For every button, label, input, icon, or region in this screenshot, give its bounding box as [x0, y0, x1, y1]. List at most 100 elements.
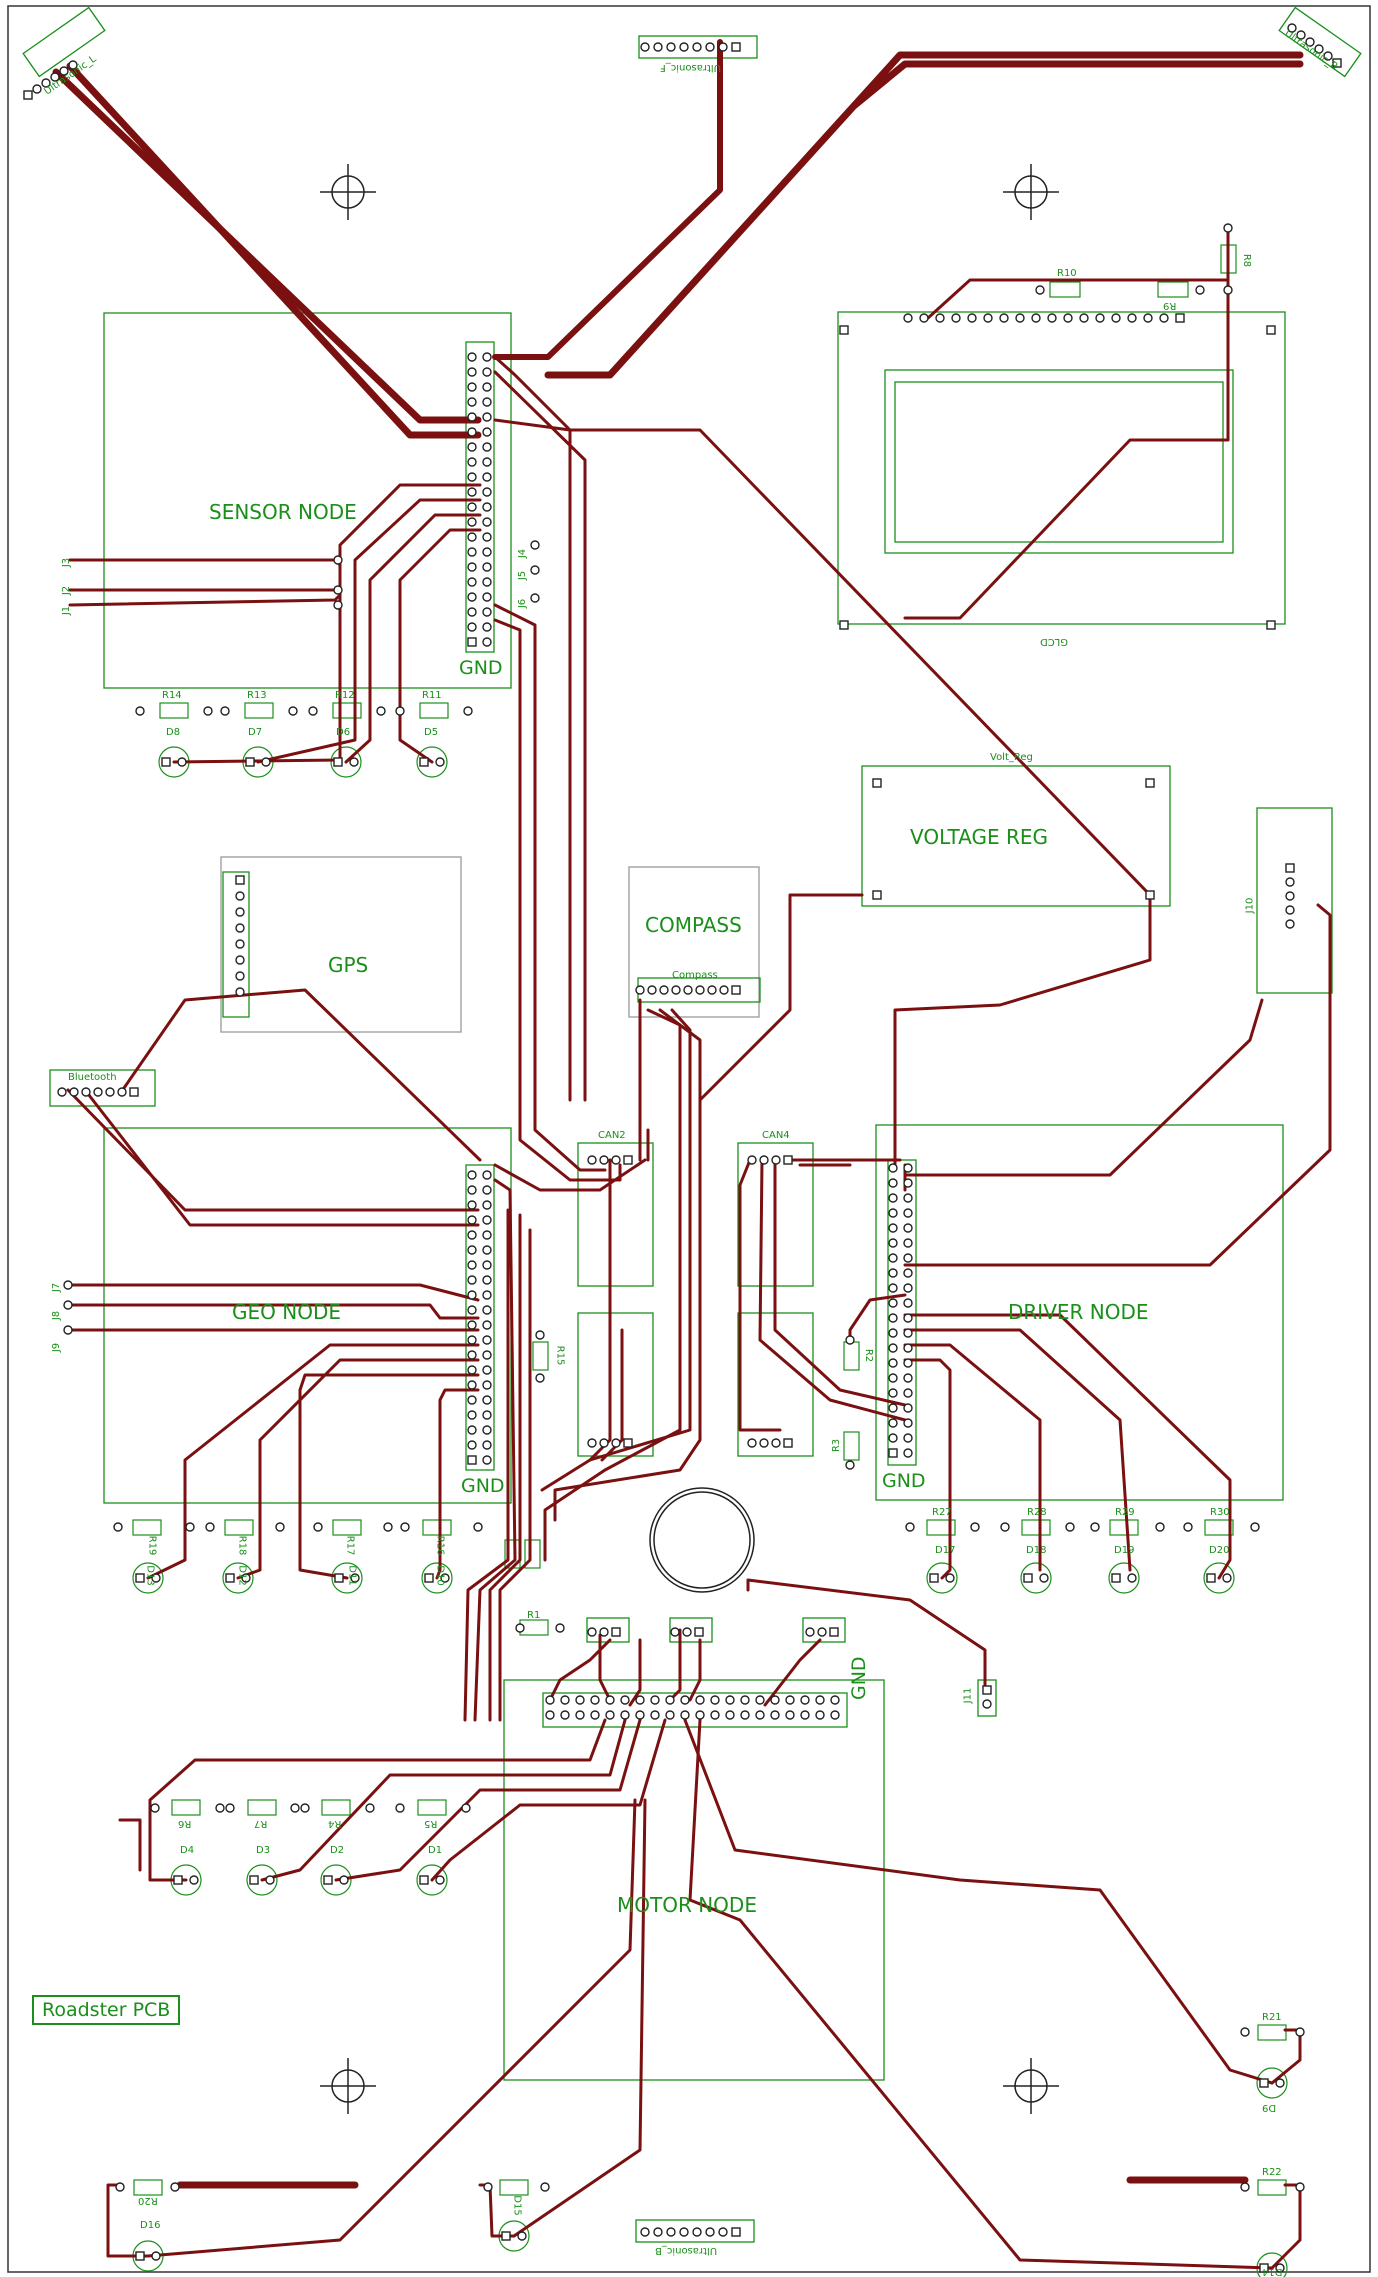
pad	[888, 1358, 898, 1368]
pad	[151, 1573, 161, 1583]
board-title: Roadster PCB	[32, 1995, 181, 2025]
pad	[467, 1350, 477, 1360]
pad	[1275, 2263, 1285, 2273]
pad	[903, 1223, 913, 1233]
pad	[189, 1875, 199, 1885]
diode-label: D6	[336, 727, 351, 738]
pad	[23, 90, 33, 100]
pad	[725, 1710, 735, 1720]
pad	[467, 442, 477, 452]
pad	[59, 66, 69, 76]
pad	[731, 42, 741, 52]
pad	[1035, 285, 1045, 295]
pad	[903, 1298, 913, 1308]
pad	[225, 1803, 235, 1813]
gnd-label-motor: GND	[848, 1656, 870, 1700]
pad	[467, 1455, 477, 1465]
diode-label: D14	[1262, 2266, 1283, 2277]
pad	[151, 2251, 161, 2261]
pad	[1031, 313, 1041, 323]
pad	[333, 600, 343, 610]
pad	[482, 1275, 492, 1285]
pad	[1250, 1522, 1260, 1532]
pad	[249, 1875, 259, 1885]
pad	[1296, 30, 1306, 40]
pad	[1127, 1573, 1137, 1583]
ultrasonic-back-label: Ultrasonic_B	[655, 2245, 718, 2256]
pad	[575, 1710, 585, 1720]
pad	[888, 1268, 898, 1278]
pad	[467, 1185, 477, 1195]
pad	[845, 1460, 855, 1470]
pad	[482, 1230, 492, 1240]
pad	[1295, 2027, 1305, 2037]
pad	[467, 397, 477, 407]
pad	[308, 706, 318, 716]
pad	[903, 1313, 913, 1323]
jumper-label: J5	[517, 570, 529, 581]
pad	[1222, 1573, 1232, 1583]
pad	[1295, 2182, 1305, 2192]
pad	[220, 706, 230, 716]
pad	[482, 1455, 492, 1465]
pad	[635, 1710, 645, 1720]
resistor-label: R11	[422, 690, 442, 701]
pad	[679, 2227, 689, 2237]
diode-label: D5	[424, 727, 439, 738]
pad	[611, 1438, 621, 1448]
resistor-label: R15	[554, 1345, 566, 1366]
pad	[482, 442, 492, 452]
pad	[710, 1695, 720, 1705]
pad	[599, 1438, 609, 1448]
geo-node-label: GEO NODE	[232, 1300, 341, 1324]
gps-label: GPS	[328, 953, 369, 977]
pad	[830, 1695, 840, 1705]
diode-label: D2	[330, 1845, 345, 1856]
diode-label: D15	[511, 2195, 523, 2216]
pad	[530, 565, 540, 575]
pad	[755, 1695, 765, 1705]
pad	[888, 1238, 898, 1248]
pad	[467, 1170, 477, 1180]
pad	[467, 412, 477, 422]
resistor-label: R9	[1163, 300, 1177, 311]
jumper-label: J2	[61, 585, 73, 596]
jumper-label: J3	[61, 557, 73, 568]
resistor-label: R18	[236, 1535, 248, 1556]
pad	[888, 1193, 898, 1203]
pad	[888, 1433, 898, 1443]
pad	[1095, 313, 1105, 323]
pad	[424, 1573, 434, 1583]
resistor-label: R4	[328, 1818, 342, 1829]
pad	[383, 1522, 393, 1532]
pad	[1015, 313, 1025, 323]
pad	[135, 706, 145, 716]
pad	[888, 1448, 898, 1458]
pad	[785, 1695, 795, 1705]
pad	[467, 1410, 477, 1420]
pad	[605, 1695, 615, 1705]
pad	[770, 1710, 780, 1720]
pad	[1111, 313, 1121, 323]
pad	[482, 1365, 492, 1375]
pad	[783, 1438, 793, 1448]
pad	[467, 1200, 477, 1210]
pad	[482, 1200, 492, 1210]
pad	[695, 985, 705, 995]
led-footprints	[132, 746, 1288, 2277]
pad	[241, 1573, 251, 1583]
diode-label: D20	[1209, 1545, 1230, 1556]
resistor-label: R28	[1027, 1507, 1047, 1518]
pad	[32, 84, 42, 94]
pad	[903, 1268, 913, 1278]
pad	[467, 367, 477, 377]
pad	[759, 1155, 769, 1165]
pad	[982, 1685, 992, 1695]
pad	[888, 1253, 898, 1263]
pad	[467, 622, 477, 632]
pad	[635, 1695, 645, 1705]
pad	[829, 1627, 839, 1637]
pad	[170, 2182, 180, 2192]
pad	[275, 1522, 285, 1532]
